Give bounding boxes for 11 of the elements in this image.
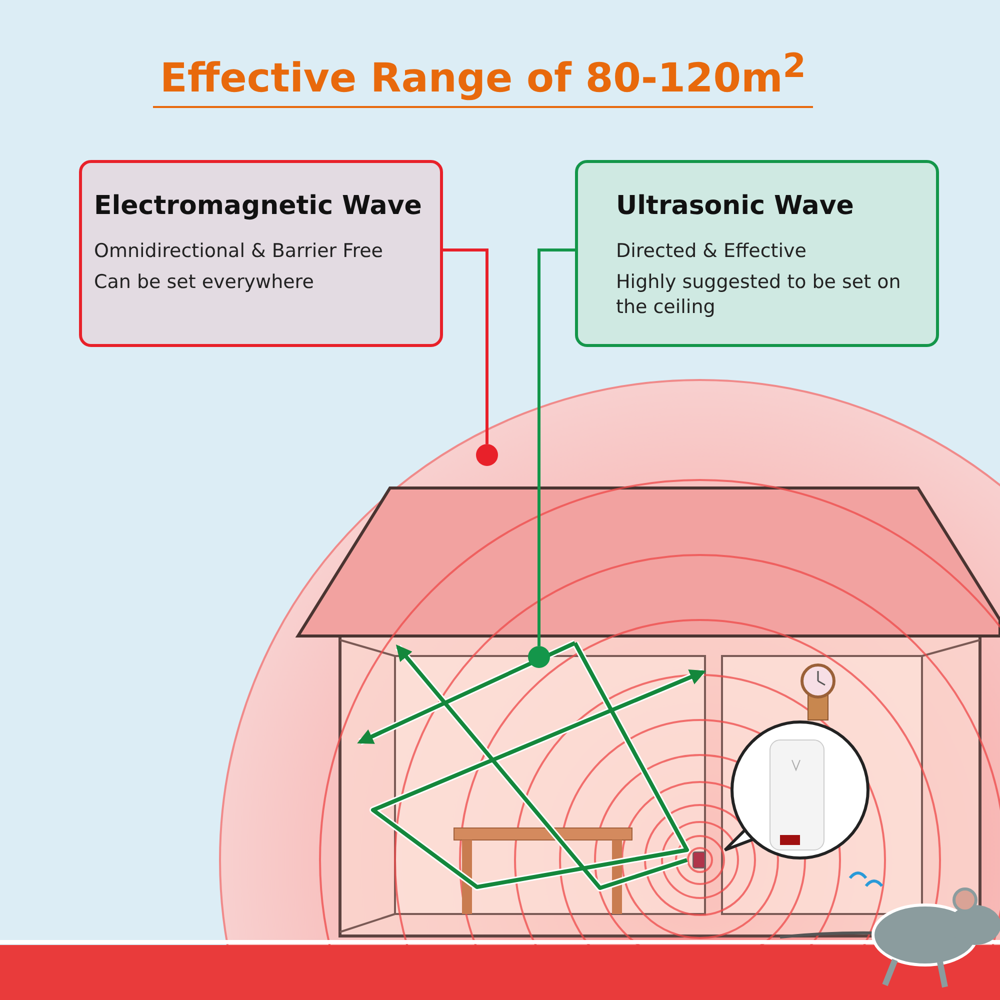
leader-line	[443, 248, 488, 444]
callout-text: Can be set everywhere	[94, 270, 315, 295]
callout-heading: Ultrasonic Wave	[616, 191, 855, 221]
callout-heading: Electromagnetic Wave	[94, 191, 423, 221]
leader-line	[538, 248, 575, 646]
callout-text: Directed & Effective	[616, 239, 808, 264]
callout-text: Omnidirectional & Barrier Free	[94, 239, 384, 264]
callout-box	[79, 160, 443, 347]
callout-box	[575, 160, 939, 347]
title: Effective Range of 80-120m$^{2}$	[153, 40, 813, 108]
callout-text: Highly suggested to be set on the ceiling	[616, 270, 902, 320]
